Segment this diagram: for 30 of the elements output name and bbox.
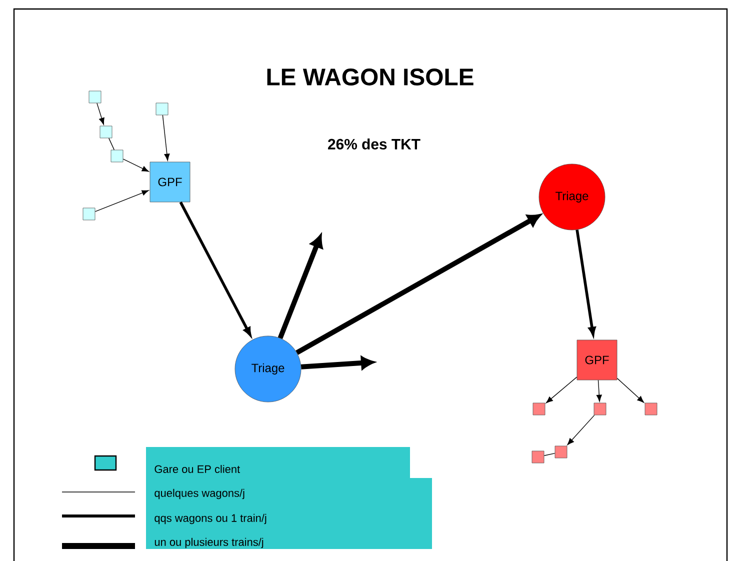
station-square [644,402,658,416]
arrow [96,102,104,125]
arrow [300,356,374,370]
station-square [594,402,606,416]
arrow [567,414,595,446]
legend-text: un ou plusieurs trains/j [154,538,264,548]
legend-text: Gare ou EP client [154,464,240,474]
connector-line [108,138,115,150]
station-square [156,102,168,116]
station-square [554,446,568,458]
connector-line [544,452,556,456]
arrow [122,158,149,172]
title: LE WAGON ISOLE [267,68,474,86]
arrow [94,190,149,212]
legend-text: qqs wagons ou 1 train/j [154,514,266,524]
station-box: GPF [576,340,618,380]
station-box: GPF [150,162,190,202]
station-square [100,126,112,138]
legend-text: quelques wagons/j [154,488,244,500]
station-square [532,450,544,464]
arrow [162,114,170,161]
station-square [532,402,546,416]
arrow [616,378,644,403]
station-square [88,90,102,104]
station-square [82,208,96,220]
subtitle: 26% des TKT [328,138,420,150]
station-square [110,150,124,162]
arrow [546,376,578,404]
arrow [596,380,602,402]
arrow [296,214,540,355]
